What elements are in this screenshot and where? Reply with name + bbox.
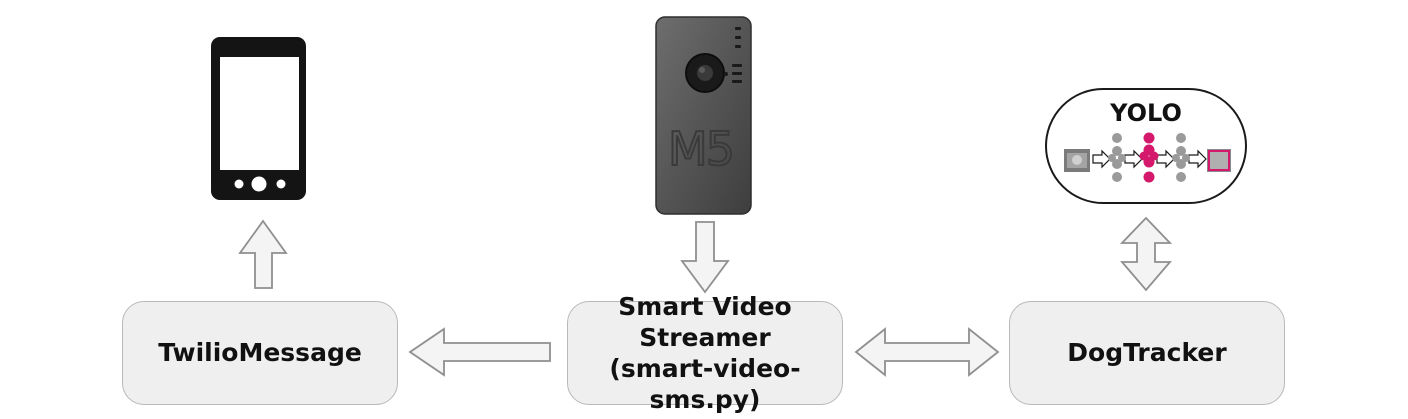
smartphone-icon: [211, 37, 306, 200]
nn-layer-2-highlight: [1139, 132, 1159, 183]
streamer-title: Smart Video Streamer: [618, 291, 792, 352]
nn-layer-1: [1108, 133, 1126, 182]
dog-tracker-node: DogTracker: [1009, 301, 1285, 405]
nn-arrow-icon: [1188, 149, 1207, 169]
nn-arrow-icon: [1092, 149, 1111, 169]
smart-video-streamer-node: Smart Video Streamer (smart-video-sms.py…: [567, 292, 843, 414]
yolo-bidirectional-arrow: [1119, 216, 1173, 292]
phone-up-arrow: [238, 219, 288, 289]
yolo-title: YOLO: [1109, 99, 1182, 127]
streamer-dogtracker-bidirectional-arrow: [854, 327, 1000, 377]
streamer-script-name: (smart-video-sms.py): [609, 354, 801, 415]
yolo-model: YOLO: [1045, 88, 1247, 204]
m5-brand-label: M5: [668, 122, 733, 176]
device-down-arrow: [680, 221, 730, 294]
twilio-message-node: TwilioMessage: [122, 301, 398, 405]
streamer-to-twilio-arrow: [408, 327, 551, 377]
dog-tracker-label: DogTracker: [1067, 338, 1227, 368]
nn-arrow-icon: [1156, 149, 1175, 169]
nn-arrow-icon: [1124, 149, 1143, 169]
twilio-message-label: TwilioMessage: [158, 338, 362, 368]
m5-camera-device-icon: M5: [655, 16, 752, 215]
nn-layer-3: [1172, 133, 1190, 182]
